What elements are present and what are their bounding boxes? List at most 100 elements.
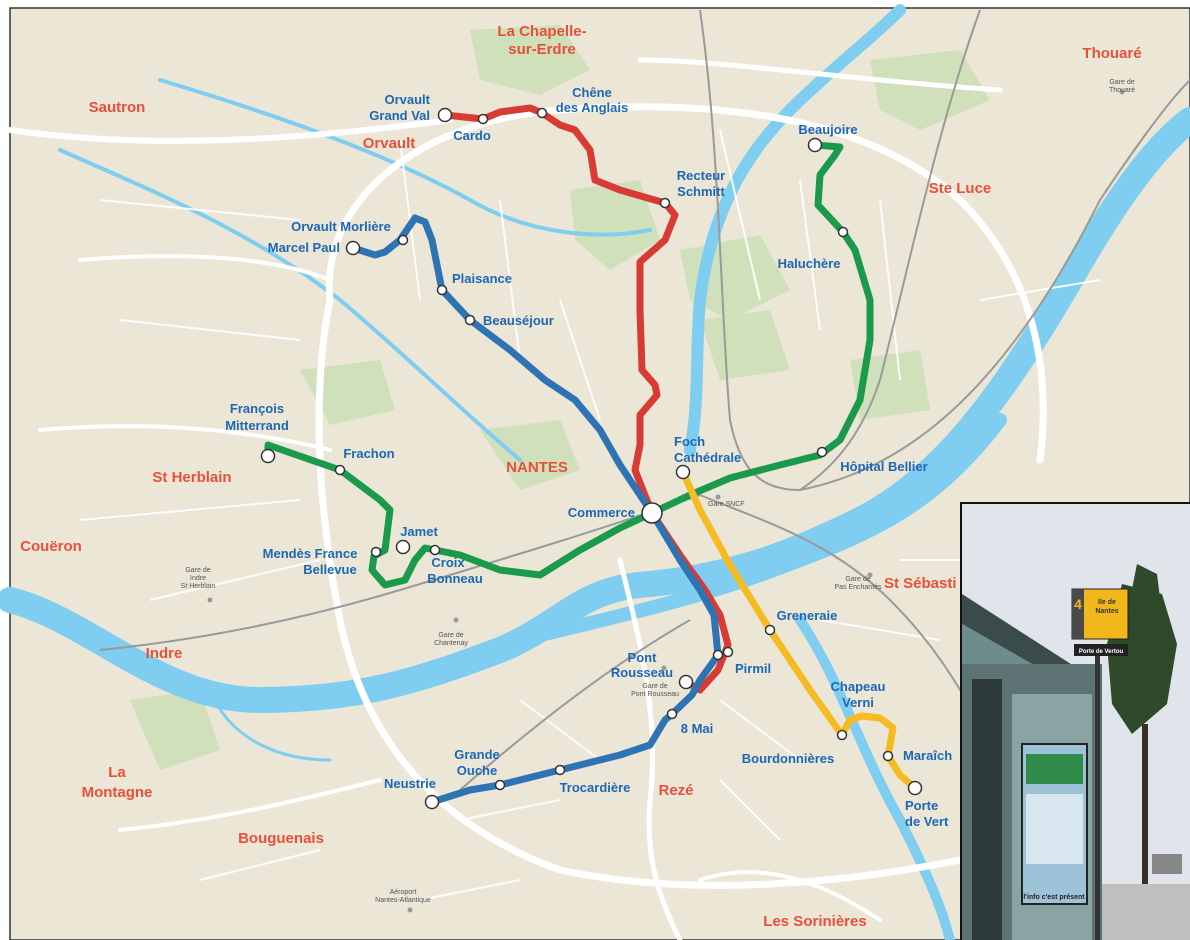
label-orvault-morliere: Orvault Morlière [291, 219, 391, 234]
cens-river [158, 78, 652, 237]
town-coueron: Couëron [20, 538, 82, 555]
label-croix-2: Bonneau [427, 571, 483, 586]
station-haluchere [837, 226, 849, 238]
station-beausejour [464, 314, 476, 326]
rail-station-dots [207, 89, 1125, 913]
tram-stop-photo: l'info c'est présent 4 Ile de Nantes Por… [960, 502, 1190, 940]
rail-label-chantenay-1: Gare de [438, 632, 463, 639]
station-orvault-grand-val [437, 107, 453, 123]
poster-text: l'info c'est présent [1023, 894, 1085, 901]
station-8-mai [666, 708, 678, 720]
ring-road [325, 103, 1047, 464]
town-bouguenais: Bouguenais [238, 830, 324, 847]
rail-label-indre-2: Indre [190, 575, 206, 582]
station-pirmil-2 [722, 646, 734, 658]
label-orvault-grand-val-1: Orvault [384, 92, 430, 107]
label-orvault-grand-val-2: Grand Val [369, 108, 430, 123]
rail-label-gare-sncf: Gare SNCF [708, 501, 745, 508]
station-beaujoire [807, 137, 823, 153]
town-sautron: Sautron [89, 99, 146, 116]
station-pont-rousseau [678, 674, 694, 690]
station-pirmil [712, 649, 724, 661]
rail-label-aeroport-1: Aéroport [390, 889, 417, 896]
station-mendes-france [370, 546, 382, 558]
rail-label-pr-2: Pont Rousseau [631, 691, 679, 698]
sign-stop-name: Porte de Vertou [1079, 649, 1124, 655]
town-la-chapelle-line1: La Chapelle- [497, 23, 586, 40]
label-francois-2: Mitterrand [225, 418, 289, 433]
station-trocardiere [554, 764, 566, 776]
label-recteur-1: Recteur [677, 168, 725, 183]
minor-roads [79, 129, 1101, 901]
rail-labels: Gare de Thouaré Gare SNCF Gare de Indre … [181, 79, 1135, 904]
label-marcel-paul: Marcel Paul [268, 240, 340, 255]
town-st-herblain: St Herblain [152, 469, 231, 486]
station-recteur-schmitt [659, 197, 671, 209]
town-la-montagne-line2: Montagne [82, 784, 153, 801]
town-reze: Rezé [658, 782, 693, 799]
label-croix-1: Croix [431, 555, 465, 570]
label-neustrie: Neustrie [384, 776, 436, 791]
station-grande-ouche [494, 779, 506, 791]
label-bourdonnieres: Bourdonnières [742, 751, 834, 766]
label-chapeau-1: Chapeau [831, 679, 886, 694]
label-chapeau-2: Verni [842, 695, 874, 710]
tram-stop-illustration: l'info c'est présent 4 Ile de Nantes Por… [962, 504, 1190, 940]
town-la-chapelle-line2: sur-Erdre [508, 41, 576, 58]
station-neustrie [424, 794, 440, 810]
chezine-river [58, 148, 522, 462]
rail-label-indre-1: Gare de [185, 567, 210, 574]
label-cardo: Cardo [453, 128, 491, 143]
town-orvault: Orvault [363, 135, 416, 152]
label-recteur-2: Schmitt [677, 184, 725, 199]
label-commerce: Commerce [568, 505, 635, 520]
station-labels: Orvault Grand Val Cardo Chêne des Anglai… [225, 85, 952, 829]
sign-text-1: Ile de [1098, 599, 1116, 606]
town-indre: Indre [146, 645, 183, 662]
label-haluchere: Haluchère [778, 256, 841, 271]
rail-label-pr-1: Gare de [642, 683, 667, 690]
rail-label-thouare-2: Thouaré [1109, 87, 1135, 94]
station-frachon [334, 464, 346, 476]
sign-text-2: Nantes [1095, 608, 1118, 615]
rail-label-aeroport-2: Nantes-Atlantique [375, 897, 431, 904]
label-pirmil: Pirmil [735, 661, 771, 676]
tram-line-3 [349, 214, 722, 806]
station-croix-bonneau [429, 544, 441, 556]
town-ste-luce: Ste Luce [929, 180, 992, 197]
station-orvault-morliere [397, 234, 409, 246]
rail-label-thouare-1: Gare de [1109, 79, 1134, 86]
rail-label-pas-2: Pas Enchantés [834, 584, 882, 591]
sign-number: 4 [1074, 596, 1082, 612]
loire-branch [513, 413, 1007, 647]
label-pont-rousseau-1: Pont [628, 650, 658, 665]
town-labels: La Chapelle- sur-Erdre Thouaré Sautron O… [20, 23, 1141, 930]
erdre-river [684, 4, 906, 456]
station-chapeau-verni [836, 729, 848, 741]
label-grande-ouche-2: Ouche [457, 763, 497, 778]
label-trocardiere: Trocardière [560, 780, 631, 795]
label-foch-2: Cathédrale [674, 450, 741, 465]
station-marcel-paul [345, 240, 361, 256]
rail-label-indre-3: St Herblain [181, 583, 216, 590]
rail-label-pas-1: Gare de [845, 576, 870, 583]
loire-river [0, 107, 1190, 713]
sign-pole [1095, 654, 1100, 940]
label-mendes-2: Bellevue [303, 562, 356, 577]
label-beaujoire: Beaujoire [798, 122, 857, 137]
station-foch-cathedrale [675, 464, 691, 480]
label-pont-rousseau-2: Rousseau [611, 665, 673, 680]
label-plaisance: Plaisance [452, 271, 512, 286]
tram-line-2 [441, 104, 732, 694]
sevre-river [795, 615, 955, 940]
label-mendes-1: Mendès France [263, 546, 358, 561]
label-chene-2: des Anglais [556, 100, 628, 115]
label-hopital-bellier: Hôpital Bellier [840, 459, 927, 474]
label-francois-1: François [230, 401, 284, 416]
label-8-mai: 8 Mai [681, 721, 714, 736]
station-maraichers [882, 750, 894, 762]
station-jamet [395, 539, 411, 555]
label-porte-2: de Vert [905, 814, 949, 829]
town-la-montagne-line1: La [108, 764, 126, 781]
